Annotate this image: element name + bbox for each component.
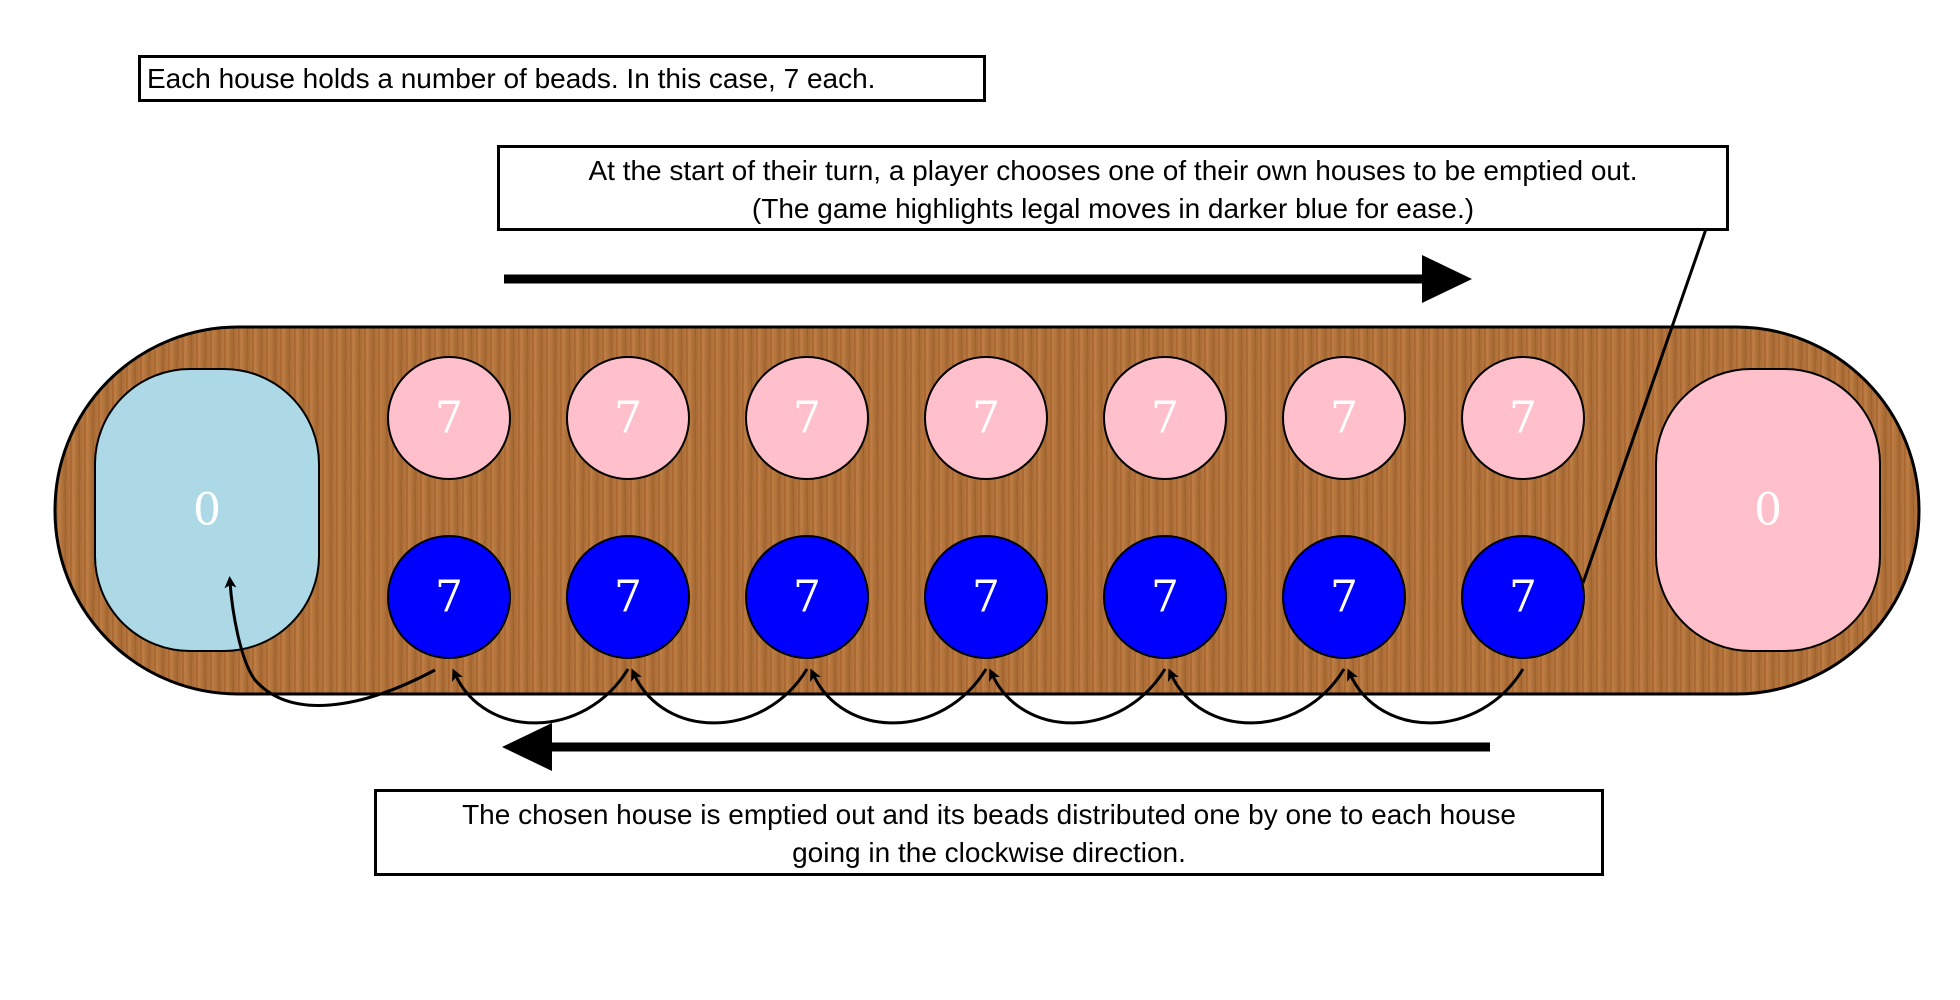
left-store[interactable]: 0	[94, 368, 320, 652]
top-house-1: 7	[387, 356, 511, 480]
top-row: 7 7 7 7 7 7 7	[387, 356, 1585, 480]
sowing-arc-icon	[224, 576, 436, 707]
house-count: 7	[972, 572, 1000, 623]
house-count: 7	[793, 393, 821, 444]
house-count: 7	[1509, 572, 1537, 623]
note-choose-line-2: (The game highlights legal moves in dark…	[751, 193, 1475, 224]
house-count: 7	[1330, 393, 1358, 444]
sowing-arc-icon	[1347, 668, 1525, 725]
house-count: 7	[435, 393, 463, 444]
left-store-count: 0	[193, 485, 221, 536]
note-choose-line-1: At the start of their turn, a player cho…	[588, 155, 1638, 186]
bottom-house-6[interactable]: 7	[1282, 535, 1406, 659]
house-count: 7	[1509, 393, 1537, 444]
top-house-6: 7	[1282, 356, 1406, 480]
house-count: 7	[1151, 572, 1179, 623]
note-distribute: The chosen house is emptied out and its …	[374, 789, 1604, 876]
note-choose-house: At the start of their turn, a player cho…	[497, 145, 1729, 231]
bottom-house-1[interactable]: 7	[387, 535, 511, 659]
right-store[interactable]: 0	[1655, 368, 1881, 652]
house-count: 7	[1151, 393, 1179, 444]
top-house-2: 7	[566, 356, 690, 480]
bottom-house-7[interactable]: 7	[1461, 535, 1585, 659]
bottom-house-5[interactable]: 7	[1103, 535, 1227, 659]
sowing-arc-icon	[631, 668, 809, 725]
arrow-right-icon	[504, 255, 1472, 303]
bottom-house-4[interactable]: 7	[924, 535, 1048, 659]
house-count: 7	[614, 572, 642, 623]
right-store-count: 0	[1754, 485, 1782, 536]
note-beads: Each house holds a number of beads. In t…	[138, 55, 986, 102]
arrow-left-icon	[502, 723, 1490, 771]
bottom-row: 7 7 7 7 7 7 7	[387, 535, 1585, 659]
bottom-house-2[interactable]: 7	[566, 535, 690, 659]
sowing-arc-icon	[452, 668, 630, 725]
note-distribute-line-1: The chosen house is emptied out and its …	[462, 799, 1516, 830]
house-count: 7	[793, 572, 821, 623]
top-house-3: 7	[745, 356, 869, 480]
house-count: 7	[614, 393, 642, 444]
note-distribute-line-2: going in the clockwise direction.	[792, 837, 1186, 868]
top-house-7: 7	[1461, 356, 1585, 480]
sowing-arcs	[224, 576, 1525, 725]
sowing-arc-icon	[989, 668, 1167, 725]
sowing-arc-icon	[1168, 668, 1346, 725]
bottom-house-3[interactable]: 7	[745, 535, 869, 659]
note-beads-text: Each house holds a number of beads. In t…	[147, 63, 876, 94]
house-count: 7	[1330, 572, 1358, 623]
sowing-arc-icon	[810, 668, 988, 725]
house-count: 7	[972, 393, 1000, 444]
top-house-5: 7	[1103, 356, 1227, 480]
board	[53, 325, 1921, 696]
pointer-line	[1581, 228, 1708, 584]
top-house-4: 7	[924, 356, 1048, 480]
house-count: 7	[435, 572, 463, 623]
